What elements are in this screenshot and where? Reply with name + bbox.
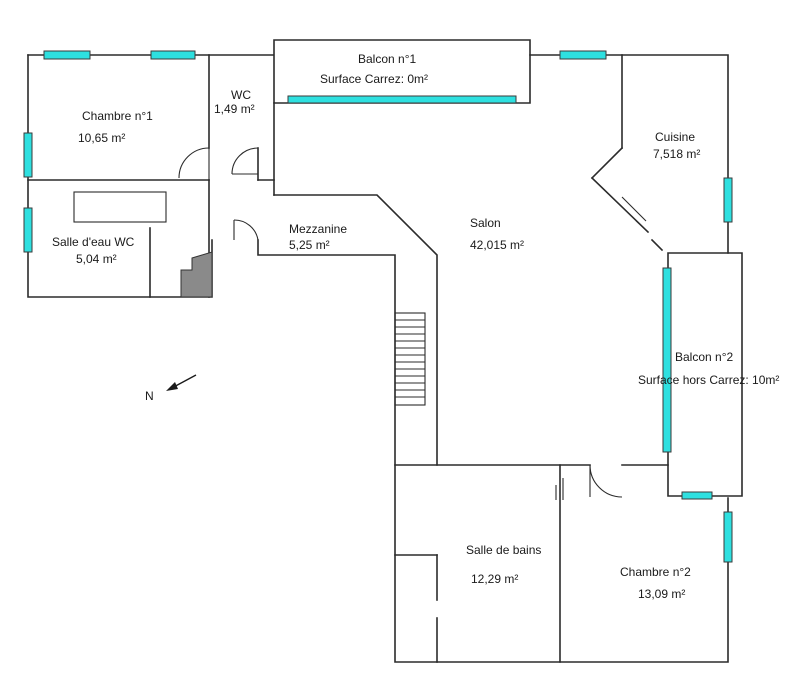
balcon2-area: Surface hors Carrez: 10m² xyxy=(638,373,780,387)
salon-area: 42,015 m² xyxy=(470,238,525,252)
salle-eau-name: Salle d'eau WC xyxy=(52,235,135,249)
north-arrow-icon xyxy=(166,374,197,391)
bathtub xyxy=(73,191,167,223)
chambre2-name: Chambre n°2 xyxy=(620,565,691,579)
balcon2-name: Balcon n°2 xyxy=(675,350,734,364)
staircase xyxy=(394,312,426,406)
salle-bains-area: 12,29 m² xyxy=(471,572,519,586)
salle-eau-area: 5,04 m² xyxy=(76,252,117,266)
cuisine-area: 7,518 m² xyxy=(653,147,701,161)
chambre1-area: 10,65 m² xyxy=(78,131,126,145)
mezzanine-area: 5,25 m² xyxy=(289,238,330,252)
balcon1-name: Balcon n°1 xyxy=(358,52,417,66)
wc-area: 1,49 m² xyxy=(214,102,255,116)
doors xyxy=(178,147,623,498)
chambre2-area: 13,09 m² xyxy=(638,587,686,601)
salon-name: Salon xyxy=(470,216,501,230)
salle-bains-name: Salle de bains xyxy=(466,543,542,557)
compass-label: N xyxy=(145,389,154,403)
windows xyxy=(23,50,733,563)
cuisine-name: Cuisine xyxy=(655,130,696,144)
wc-name: WC xyxy=(231,88,251,102)
chambre1-name: Chambre n°1 xyxy=(82,109,153,123)
balcon1-area: Surface Carrez: 0m² xyxy=(320,72,429,86)
stair-shaft xyxy=(180,251,213,298)
mezzanine-name: Mezzanine xyxy=(289,222,348,236)
interior-walls xyxy=(27,54,669,663)
